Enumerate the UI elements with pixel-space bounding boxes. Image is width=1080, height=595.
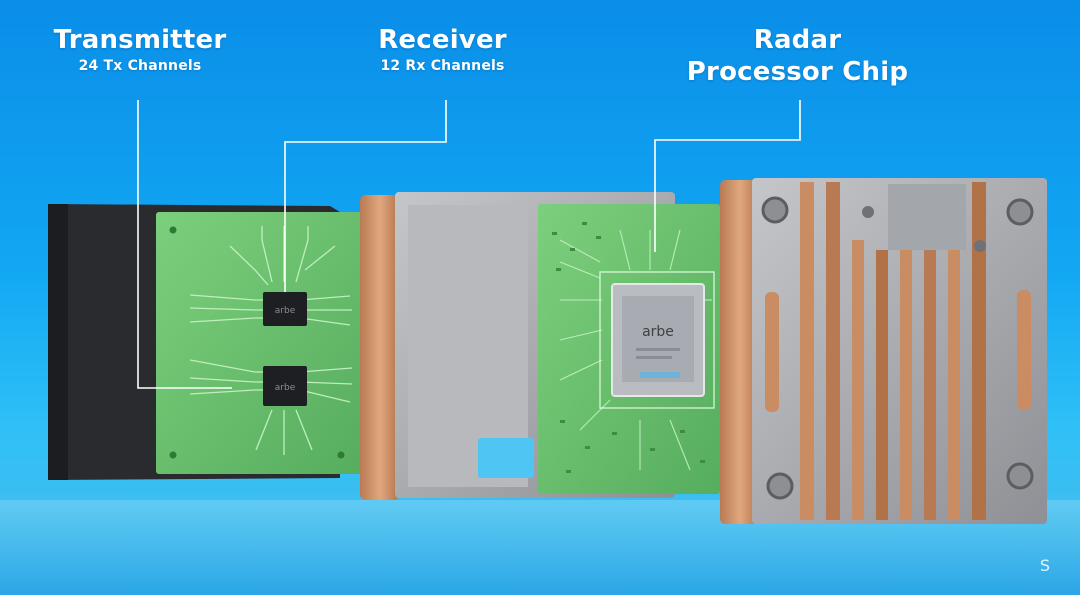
transmitter-chip-1-logo: arbe xyxy=(275,306,296,316)
processor-label: Radar Processor Chip xyxy=(660,24,935,88)
receiver-traces xyxy=(559,229,712,471)
receiver-module: arbe xyxy=(360,192,720,500)
receiver-frame-cutout xyxy=(478,438,534,478)
receiver-copper-edge xyxy=(360,195,400,500)
processor-title-line1: Radar xyxy=(753,25,842,55)
watermark: S xyxy=(1039,556,1050,575)
heatsink-screw-tr xyxy=(1006,198,1034,226)
heatsink-screw-br xyxy=(1006,462,1034,490)
transmitter-subtitle: 24 Tx Channels xyxy=(78,58,202,74)
transmitter-chip-2 xyxy=(263,366,307,406)
receiver-subtitle: 12 Rx Channels xyxy=(380,58,505,74)
heatsink-module xyxy=(720,178,1047,524)
transmitter-title: Transmitter xyxy=(53,25,227,55)
transmitter-pcb xyxy=(156,212,364,474)
heatsink-fins xyxy=(800,182,986,520)
heatsink-screw-tl xyxy=(761,196,789,224)
processor-chip-logo: arbe xyxy=(642,324,674,340)
heatsink-copper-edge xyxy=(720,180,760,524)
callout-lines xyxy=(137,100,801,389)
heatsink-slot-left xyxy=(765,292,779,412)
processor-chip-highlight xyxy=(599,271,715,409)
transmitter-chip-2-logo: arbe xyxy=(275,383,296,393)
heatsink-slot-right xyxy=(1017,290,1031,410)
receiver-title: Receiver xyxy=(378,25,507,55)
transmitter-chip-1 xyxy=(263,292,307,326)
callout-transmitter xyxy=(137,100,232,389)
receiver-label: Receiver 12 Rx Channels xyxy=(340,24,545,76)
receiver-pads xyxy=(552,222,705,473)
heatsink-screw-bl xyxy=(766,472,794,500)
heatsink-top-block xyxy=(888,184,966,250)
callout-receiver xyxy=(284,100,447,292)
transmitter-module: arbe arbe xyxy=(48,204,364,480)
processor-title-line2: Processor Chip xyxy=(686,57,909,87)
transmitter-label: Transmitter 24 Tx Channels xyxy=(40,24,240,76)
callout-processor xyxy=(654,100,801,252)
